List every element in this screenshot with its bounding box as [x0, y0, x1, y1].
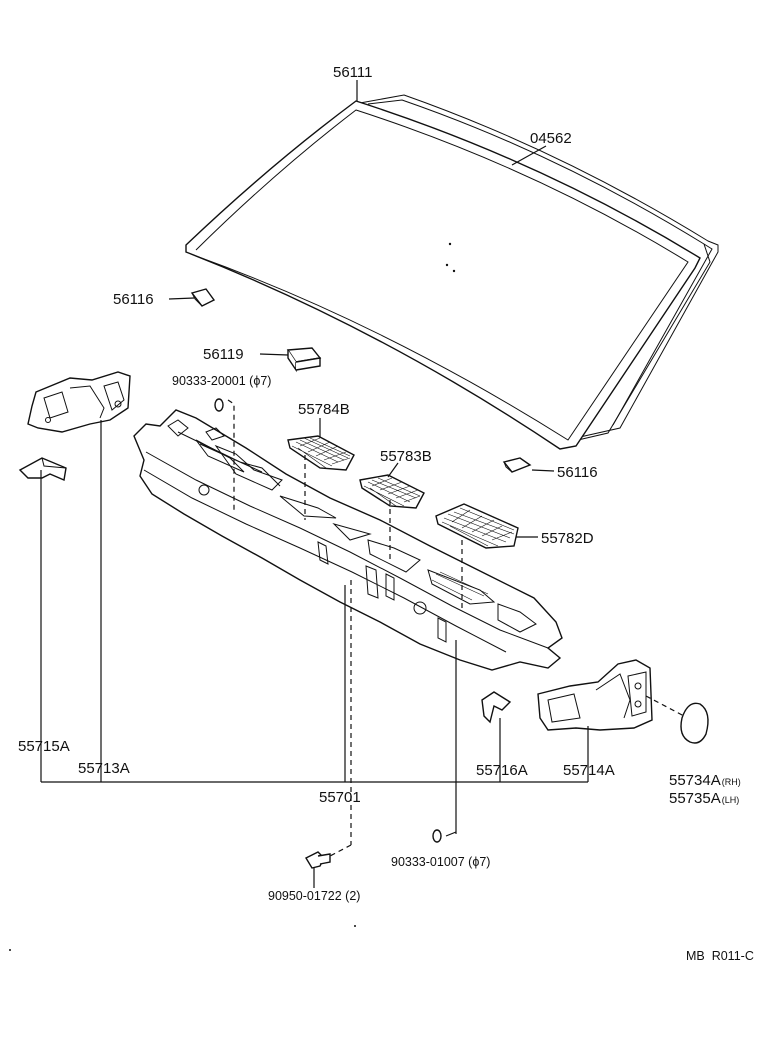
label-seal-lh: 55735A(LH) [669, 790, 739, 807]
windshield-glass[interactable] [185, 100, 701, 450]
label-side-panel-rh: 55714A [563, 762, 615, 779]
diagram-code: MB R011-C [686, 949, 754, 963]
hole-plug-lower[interactable] [432, 829, 442, 843]
label-clip: 90950-01722 (2) [268, 889, 360, 903]
label-spacer-upper-left: 56116 [113, 291, 154, 308]
label-windshield-glass: 56111 [333, 64, 373, 81]
louver-center[interactable] [359, 474, 425, 509]
dashed-leader-lines [227, 399, 685, 857]
side-bracket-lh[interactable] [18, 457, 67, 481]
stopper[interactable] [286, 347, 322, 373]
clip[interactable] [305, 851, 331, 869]
side-panel-lh[interactable] [27, 371, 131, 433]
label-louver-rh: 55784B [298, 401, 350, 418]
label-louver-lh: 55782D [541, 530, 594, 547]
seal[interactable] [680, 702, 709, 744]
louver-lh[interactable] [435, 503, 519, 549]
label-side-panel-lh: 55713A [78, 760, 130, 777]
label-windshield-moulding: 04562 [530, 130, 572, 147]
label-hole-plug-lower: 90333-01007 (ϕ7) [391, 855, 490, 869]
label-side-bracket-lh: 55715A [18, 738, 70, 755]
windshield-moulding[interactable] [359, 94, 719, 441]
side-bracket-rh[interactable] [481, 691, 512, 724]
labels: 56111 04562 56116 56119 90333-20001 (ϕ7)… [18, 64, 754, 963]
label-cowl-panel: 55701 [319, 789, 361, 806]
louver-rh[interactable] [287, 435, 355, 471]
label-seal-rh: 55734A(RH) [669, 772, 741, 789]
side-panel-rh[interactable] [537, 659, 653, 731]
label-stopper: 56119 [203, 346, 244, 363]
hole-plug-upper[interactable] [214, 398, 224, 412]
label-hole-plug-upper: 90333-20001 (ϕ7) [172, 374, 271, 388]
spacer-upper-left[interactable] [190, 288, 216, 307]
label-side-bracket-rh: 55716A [476, 762, 528, 779]
label-spacer-lower-right: 56116 [557, 464, 598, 481]
leader-lines [40, 80, 589, 888]
spacer-lower-right[interactable] [502, 457, 532, 473]
label-louver-center: 55783B [380, 448, 432, 465]
